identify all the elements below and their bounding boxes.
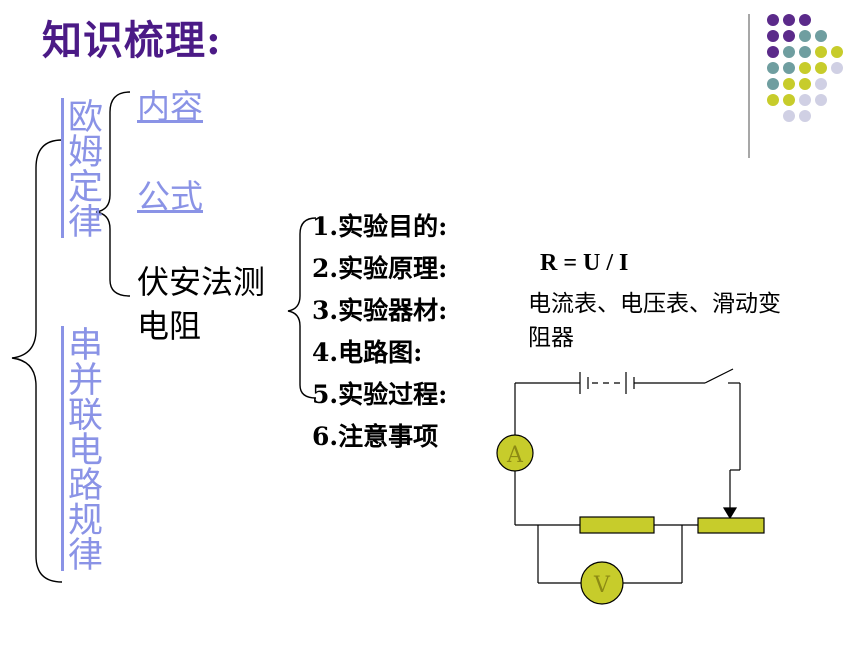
- dot: [799, 14, 811, 26]
- dot: [783, 14, 795, 26]
- dot: [783, 94, 795, 106]
- formula-link[interactable]: 公式: [137, 177, 203, 216]
- voltmeter: [580, 561, 624, 605]
- dot: [767, 30, 779, 42]
- page-title: 知识梳理:: [42, 17, 222, 64]
- dot: [815, 78, 827, 90]
- step-item: 2.实验原理:: [312, 254, 448, 283]
- ohm-law-brace: [95, 91, 131, 297]
- dot: [799, 30, 811, 42]
- dot: [783, 46, 795, 58]
- content-link[interactable]: 内容: [137, 87, 203, 126]
- switch-blade: [704, 368, 734, 384]
- dot: [815, 62, 827, 74]
- method-steps-brace: [287, 217, 317, 399]
- sliding-rheostat: [697, 517, 765, 534]
- circuit-diagram: [514, 368, 741, 584]
- step-item: 3.实验器材:: [312, 296, 448, 325]
- dot: [799, 94, 811, 106]
- dot: [799, 110, 811, 122]
- dot: [767, 62, 779, 74]
- step-item: 5.实验过程:: [312, 380, 448, 409]
- steps-list: 1.实验目的: 2.实验原理: 3.实验器材: 4.电路图: 5.实验过程: 6…: [312, 206, 447, 458]
- voltammetry-line1: 伏安法测: [137, 263, 266, 301]
- dot: [815, 30, 827, 42]
- step-item: 1.实验目的:: [312, 212, 448, 241]
- dot: [815, 46, 827, 58]
- dot: [831, 46, 843, 58]
- dot: [783, 30, 795, 42]
- dot: [767, 94, 779, 106]
- decorative-dot-grid: [767, 14, 843, 122]
- voltammetry-line2: 电阻: [137, 307, 202, 345]
- series-parallel-link[interactable]: 串并联电路规律: [62, 326, 102, 571]
- fixed-resistor: [579, 516, 655, 534]
- equipment-line2: 阻器: [528, 325, 574, 351]
- voltmeter-label: V: [593, 573, 611, 598]
- dot: [767, 14, 779, 26]
- dot: [799, 46, 811, 58]
- voltammetry-node: 伏安法测 电阻: [137, 260, 265, 348]
- dot: [783, 78, 795, 90]
- dot: [783, 62, 795, 74]
- step-item: 4.电路图:: [312, 338, 423, 367]
- dot: [767, 78, 779, 90]
- ammeter: [496, 434, 534, 472]
- dot: [815, 94, 827, 106]
- equipment-line1: 电流表、电压表、滑动变: [528, 291, 781, 317]
- slider-arrow: [722, 507, 738, 520]
- ohm-law-link[interactable]: 欧姆定律: [62, 98, 102, 238]
- dot: [799, 78, 811, 90]
- dot: [831, 62, 843, 74]
- dot: [783, 110, 795, 122]
- dot: [767, 46, 779, 58]
- equipment-text: 电流表、电压表、滑动变 阻器: [528, 287, 781, 355]
- ammeter-label: A: [506, 443, 524, 468]
- dot: [799, 62, 811, 74]
- step-item: 6.注意事项: [312, 422, 439, 451]
- outer-left-brace: [11, 139, 63, 583]
- principle-formula: R = U / I: [540, 250, 629, 276]
